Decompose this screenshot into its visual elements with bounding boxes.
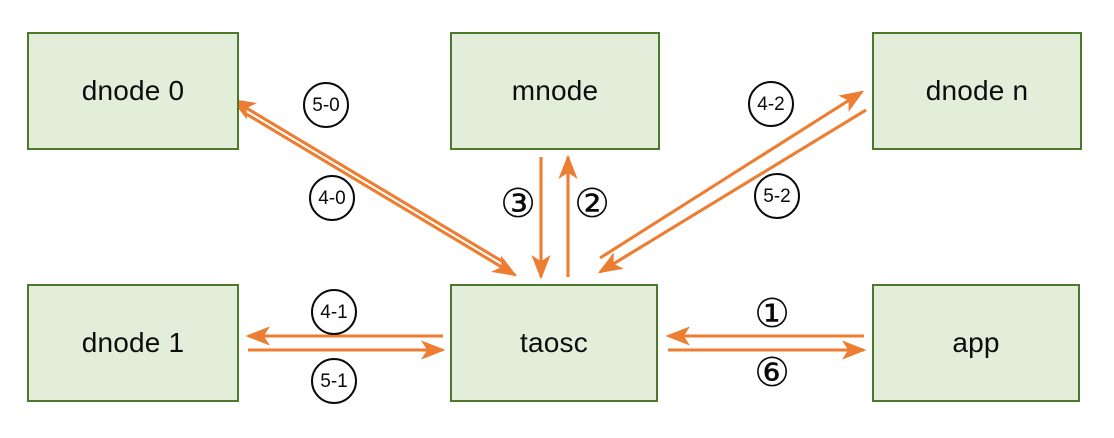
node-taosc[interactable]: taosc: [450, 284, 658, 402]
node-label: mnode: [511, 75, 599, 106]
arrow-e-5-0: [230, 98, 506, 265]
arrow-e-4-0: [242, 110, 518, 277]
node-app[interactable]: app: [872, 284, 1080, 402]
badge-4-0: 4-0: [309, 175, 355, 221]
badge-4-2: 4-2: [748, 81, 794, 127]
node-dnoden[interactable]: dnode n: [872, 32, 1082, 150]
badge-label: 5-1: [320, 370, 348, 392]
badge-5-2: 5-2: [754, 173, 800, 219]
node-label: app: [952, 327, 1000, 358]
badge-label: ③: [500, 181, 536, 227]
badge-label: 5-0: [312, 94, 340, 116]
badge-5-1: 5-1: [311, 358, 357, 404]
badge-label: 4-1: [320, 301, 348, 323]
badge-label: 5-2: [763, 185, 791, 207]
badge-label: 4-2: [757, 93, 785, 115]
badge-4-1: 4-1: [311, 289, 357, 335]
badge-label: ②: [574, 181, 610, 227]
badge-5-0: 5-0: [303, 82, 349, 128]
arrow-e-4-2: [599, 90, 865, 260]
badge-label: ⑥: [754, 350, 790, 396]
node-dnode0[interactable]: dnode 0: [27, 32, 239, 150]
node-dnode1[interactable]: dnode 1: [27, 284, 239, 402]
node-label: dnode 1: [81, 327, 185, 358]
badge-label: 4-0: [318, 187, 346, 209]
node-label: dnode n: [925, 75, 1029, 106]
badge-label: ①: [754, 291, 790, 337]
node-mnode[interactable]: mnode: [450, 32, 660, 150]
node-label: taosc: [520, 327, 588, 358]
node-label: dnode 0: [81, 75, 185, 106]
arrow-e-5-2: [597, 108, 867, 274]
